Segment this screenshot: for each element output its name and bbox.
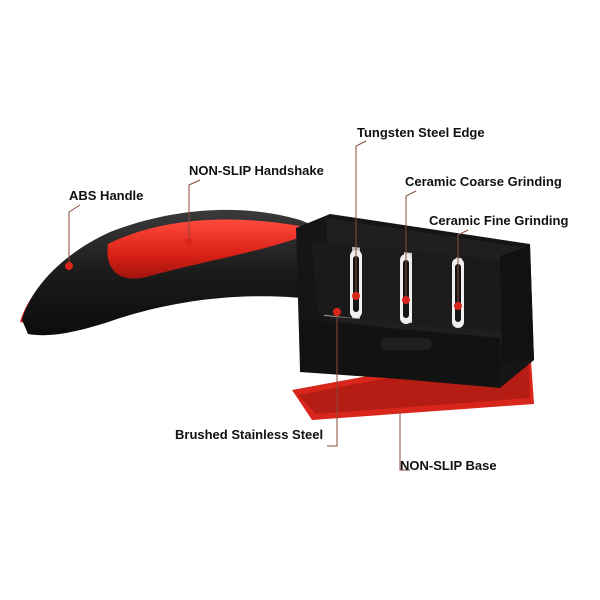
label-tungsten-steel-edge: Tungsten Steel Edge [357,125,485,140]
label-ceramic-fine-grinding: Ceramic Fine Grinding [429,213,569,228]
label-abs-handle: ABS Handle [69,188,144,203]
label-non-slip-handshake: NON-SLIP Handshake [189,163,324,178]
label-non-slip-base: NON-SLIP Base [400,458,497,473]
label-brushed-stainless-steel: Brushed Stainless Steel [175,427,324,442]
label-ceramic-coarse-grinding: Ceramic Coarse Grinding [405,174,562,189]
leader-lines [68,140,469,471]
non-slip-grip [107,219,304,279]
